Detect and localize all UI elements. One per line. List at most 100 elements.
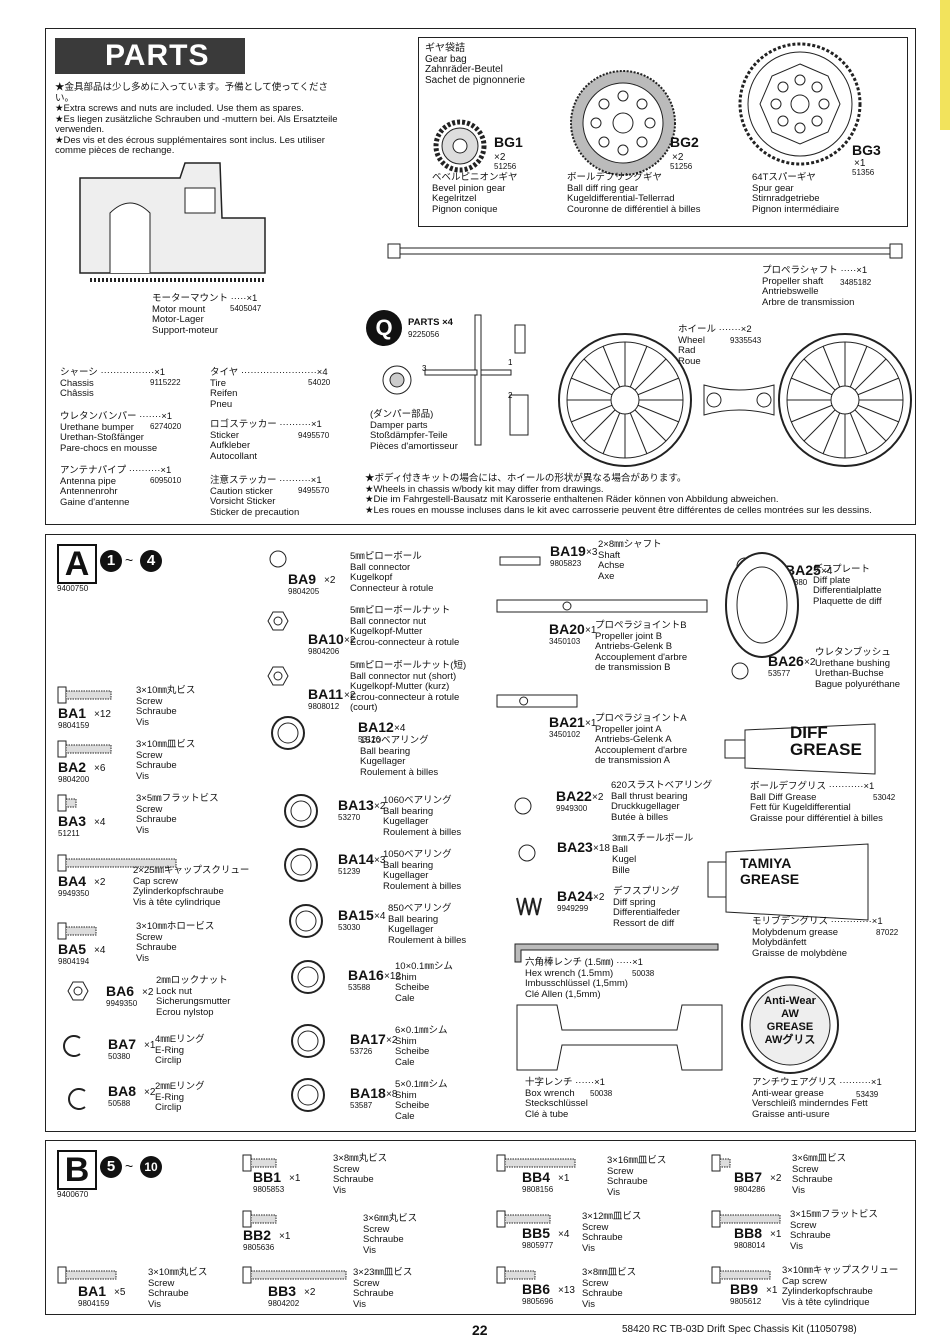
- part-description: 5㎜ピローボールナット(短) Ball connector nut (short…: [350, 660, 467, 713]
- part-label: BA11: [308, 686, 344, 702]
- page-edge-tab: [940, 0, 950, 130]
- bg3-qty: ×1: [854, 158, 866, 169]
- part-code: 3450103: [549, 637, 581, 646]
- part-description: 3㎜スチールボール Ball Kugel Bille: [612, 833, 694, 876]
- part-description: 5㎜ピローボール Ball connector Kugelkopf Connec…: [350, 551, 434, 594]
- part-qty: ×3: [586, 547, 598, 558]
- bag-a-code: 9400750: [57, 584, 89, 593]
- parts-title: PARTS: [55, 38, 245, 74]
- part-qty: ×4: [558, 1229, 570, 1240]
- part-ba18-icon: [291, 1078, 325, 1112]
- bg2-text: ボールデフリングギヤ Ball diff ring gear Kugeldiff…: [567, 172, 701, 215]
- part-description: 3×15㎜フラットビス Screw Schraube Vis: [790, 1209, 878, 1252]
- damper-parts-sprue-icon: 3 1 2: [382, 314, 529, 446]
- part-label: BB2: [243, 1227, 272, 1243]
- part-ba24-icon: [516, 897, 542, 916]
- part-ba19-icon: [499, 556, 541, 566]
- part-bb3-icon: [242, 1266, 347, 1284]
- parts-panel: [45, 28, 916, 525]
- bumper-code: 6274020: [150, 422, 182, 431]
- part-qty: ×2: [324, 575, 336, 586]
- part-label: BA9: [288, 571, 317, 587]
- part-qty: ×3: [374, 855, 386, 866]
- aw-grease-can-icon: [741, 976, 839, 1074]
- part-code: 53587: [350, 1101, 373, 1110]
- part-code: 51211: [58, 829, 80, 838]
- sticker-code: 9495570: [298, 431, 330, 440]
- footer-text: 58420 RC TB-03D Drift Spec Chassis Kit (…: [622, 1324, 857, 1335]
- antenna-code: 6095010: [150, 476, 182, 485]
- part-code: 9805636: [243, 1243, 275, 1252]
- bag-b-letter: B: [57, 1150, 97, 1190]
- part-code: 53126: [358, 735, 381, 744]
- wheel-right-icon: [778, 333, 912, 467]
- part-label: BA21: [549, 714, 585, 730]
- motor-mount-code: 5405047: [230, 304, 262, 313]
- part-qty: ×1: [144, 1040, 156, 1051]
- part-code: 9804159: [78, 1299, 110, 1308]
- diff-grease-tube-label: DIFF GREASE: [790, 723, 862, 759]
- part-qty: ×4: [94, 817, 106, 828]
- q-parts-badge: Q: [366, 310, 402, 346]
- part-ba5-icon: [57, 922, 97, 940]
- part-code: 9808156: [522, 1185, 554, 1194]
- gear-bag-label: ギヤ袋詰 Gear bag Zahnräder-Beutel Sachet de…: [425, 43, 526, 86]
- parts-notes: ★金具部品は少し多めに入っています。予備として使ってください。 ★Extra s…: [55, 82, 338, 156]
- part-bb1-icon: [242, 1154, 277, 1172]
- part-qty: ×1: [770, 1229, 782, 1240]
- part-bb2-icon: [242, 1210, 277, 1228]
- part-bb7-icon: [711, 1154, 731, 1172]
- part-ba7-icon: [63, 1035, 81, 1057]
- wheel-left-icon: [558, 333, 692, 467]
- part-label: BA10: [308, 631, 344, 647]
- part-code: 53588: [348, 983, 371, 992]
- part-label: BA6: [106, 983, 135, 999]
- part-label: BA26: [768, 653, 804, 669]
- part-qty: ×2: [374, 801, 386, 812]
- wheel-note: ★ボディ付きキットの場合には、ホイールの形状が異なる場合があります。 ★Whee…: [365, 473, 872, 516]
- part-code: 9949350: [106, 999, 138, 1008]
- part-ba6-icon: [67, 981, 89, 1001]
- part-label: BA25: [785, 562, 821, 578]
- part-description: 3×6㎜丸ビス Screw Schraube Vis: [363, 1213, 418, 1256]
- bag-b-step-to: 10: [140, 1156, 162, 1178]
- part-description: 1510ベアリング Ball bearing Kugellager Roulem…: [360, 735, 439, 778]
- part-label: BA8: [108, 1083, 137, 1099]
- part-label: BB7: [734, 1169, 763, 1185]
- part-description: 3×6㎜皿ビス Screw Schraube Vis: [792, 1153, 847, 1196]
- part-label: BA19: [550, 543, 586, 559]
- part-qty: ×1: [585, 625, 597, 636]
- bg3-text: 64Tスパーギヤ Spur gear Stirnradgetriebe Pign…: [752, 172, 840, 215]
- part-label: BA14: [338, 851, 374, 867]
- q-parts-text: PARTS ×4: [408, 317, 453, 328]
- bg2-label: BG2: [670, 134, 699, 150]
- part-description: 3×8㎜皿ビス Screw Schraube Vis: [582, 1267, 637, 1310]
- svg-text:2: 2: [508, 391, 513, 400]
- part-label: BA23: [557, 839, 593, 855]
- part-label: BB6: [522, 1281, 551, 1297]
- part-ba22-icon: [514, 797, 532, 815]
- part-code: 9949350: [58, 889, 90, 898]
- part-code: 9804206: [308, 647, 340, 656]
- cross-wrench-icon: [516, 1004, 723, 1071]
- part-qty: ×8: [386, 1089, 398, 1100]
- aw-grease-code: 53439: [856, 1090, 879, 1099]
- part-qty: ×2: [592, 792, 604, 803]
- part-label: BA12: [358, 719, 394, 735]
- part-label: BB8: [734, 1225, 763, 1241]
- part-ba23-icon: [518, 844, 536, 862]
- svg-text:3: 3: [422, 364, 427, 373]
- part-description: 3×10㎜キャップスクリュー Cap screw Zylinderkopfsch…: [782, 1265, 899, 1308]
- bag-a-step-from: 1: [100, 550, 122, 572]
- part-code: 50588: [108, 1099, 131, 1108]
- part-code: 9805612: [730, 1297, 762, 1306]
- part-code: 53726: [350, 1047, 373, 1056]
- part-description: 1060ベアリング Ball bearing Kugellager Roulem…: [383, 795, 462, 838]
- part-qty: ×12: [384, 971, 401, 982]
- part-ba15-icon: [289, 904, 323, 938]
- part-label: BA18: [350, 1085, 386, 1101]
- part-ba9-icon: [269, 550, 287, 568]
- part-qty: ×2: [770, 1173, 782, 1184]
- part-code: 9805853: [253, 1185, 285, 1194]
- bumper-text: ウレタンバンパー ·······×1 Urethane bumper Ureth…: [60, 411, 173, 454]
